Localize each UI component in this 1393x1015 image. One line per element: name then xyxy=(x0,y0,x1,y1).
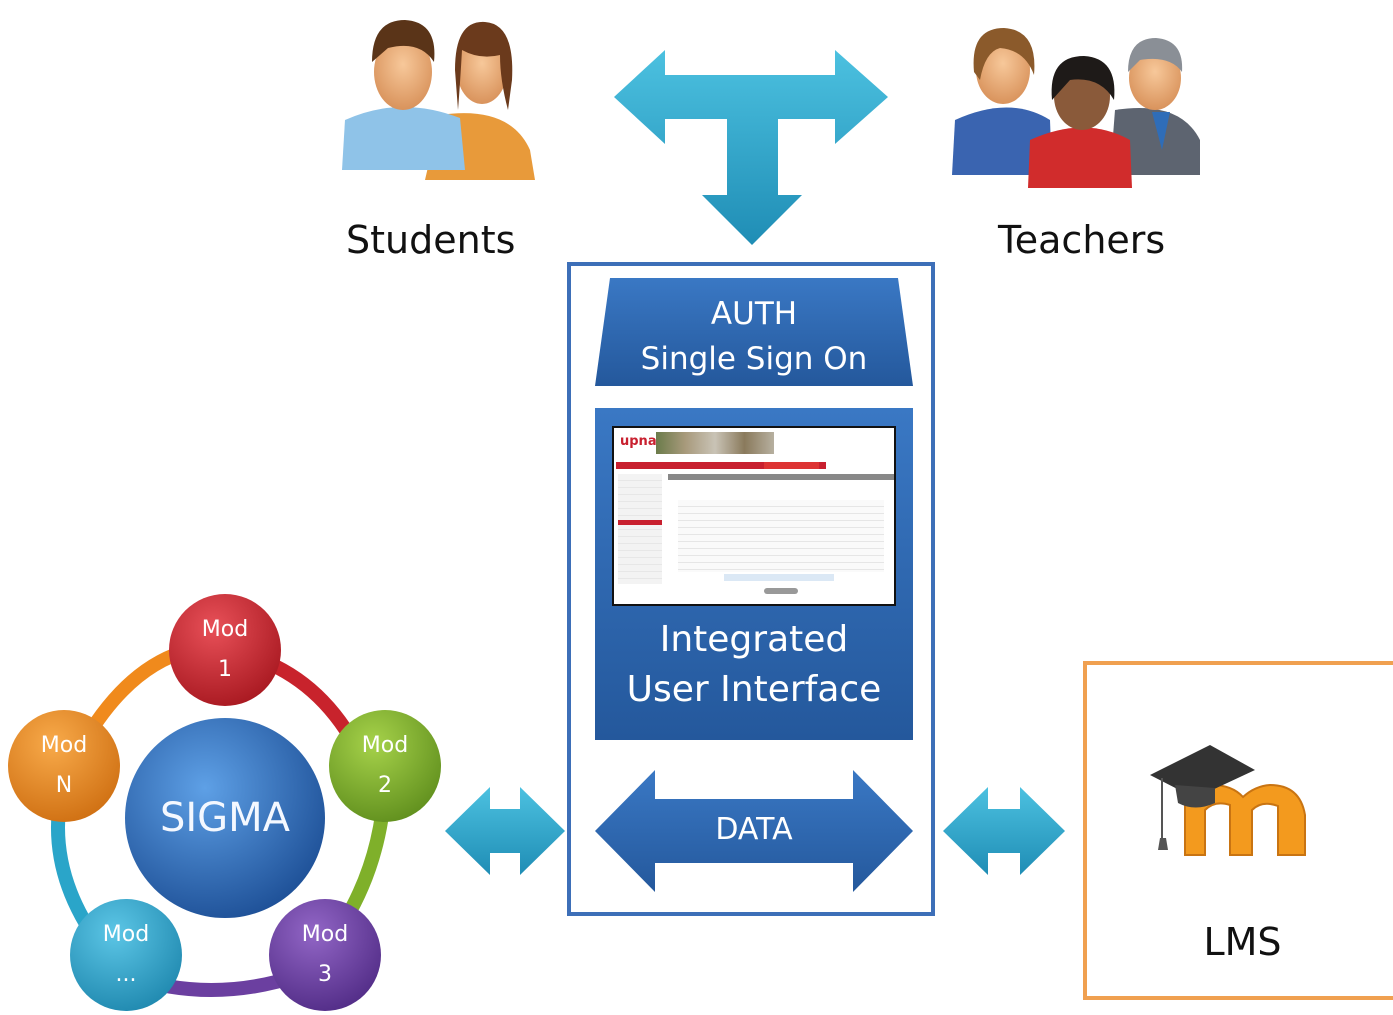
teachers-icon xyxy=(952,28,1200,188)
sigma-label: SIGMA xyxy=(159,795,291,841)
module-1-label: Mod 1 xyxy=(170,610,280,690)
module-n-title: Mod xyxy=(40,733,88,758)
upna-logo: upna xyxy=(620,434,657,449)
data-arrow xyxy=(595,770,913,892)
screenshot-nav-bar xyxy=(616,462,826,469)
auth-subtitle: Single Sign On xyxy=(640,341,868,377)
teachers-label: Teachers xyxy=(998,218,1166,262)
top-t-arrow xyxy=(614,50,888,245)
module-2-number: 2 xyxy=(378,773,392,798)
ui-label: Integrated User Interface xyxy=(595,615,913,715)
module-2-title: Mod xyxy=(361,733,409,758)
module-1 xyxy=(169,594,281,706)
module-n-number: N xyxy=(55,773,73,798)
module-2-label: Mod 2 xyxy=(330,726,440,806)
module-2 xyxy=(329,710,441,822)
screenshot-header xyxy=(668,474,894,480)
screenshot-sidebar-active xyxy=(618,520,662,525)
ui-title-line1: Integrated xyxy=(659,619,849,660)
students-label: Students xyxy=(346,218,516,262)
auth-label: AUTH Single Sign On xyxy=(595,292,913,382)
ui-screenshot-thumbnail: upna xyxy=(612,426,896,606)
auth-title: AUTH xyxy=(710,296,798,332)
module-dots-title: Mod xyxy=(102,922,150,947)
module-3-title: Mod xyxy=(301,922,349,947)
module-dots xyxy=(70,899,182,1011)
sigma-connector-arrow xyxy=(445,787,565,875)
module-3-number: 3 xyxy=(318,962,332,987)
screenshot-table xyxy=(678,500,884,572)
students-icon xyxy=(342,20,535,180)
module-3 xyxy=(269,899,381,1011)
sigma-core xyxy=(125,718,325,918)
auth-banner xyxy=(595,278,913,386)
screenshot-sidebar xyxy=(618,474,662,584)
module-n-label: Mod N xyxy=(9,726,119,806)
integration-box xyxy=(567,262,935,916)
module-dots-number: ... xyxy=(115,962,137,987)
module-dots-label: Mod ... xyxy=(71,915,181,995)
module-1-number: 1 xyxy=(218,657,232,682)
screenshot-nav-tab xyxy=(764,462,819,469)
ui-title-line2: User Interface xyxy=(626,669,882,710)
module-1-title: Mod xyxy=(201,617,249,642)
screenshot-button xyxy=(764,588,798,594)
lms-label: LMS xyxy=(1203,920,1282,964)
lms-connector-arrow xyxy=(943,787,1065,875)
data-label: DATA xyxy=(715,812,793,847)
screenshot-pager xyxy=(724,574,834,581)
moodle-logo-icon xyxy=(1150,745,1306,856)
module-n xyxy=(8,710,120,822)
campus-photo xyxy=(656,432,774,454)
module-3-label: Mod 3 xyxy=(270,915,380,995)
